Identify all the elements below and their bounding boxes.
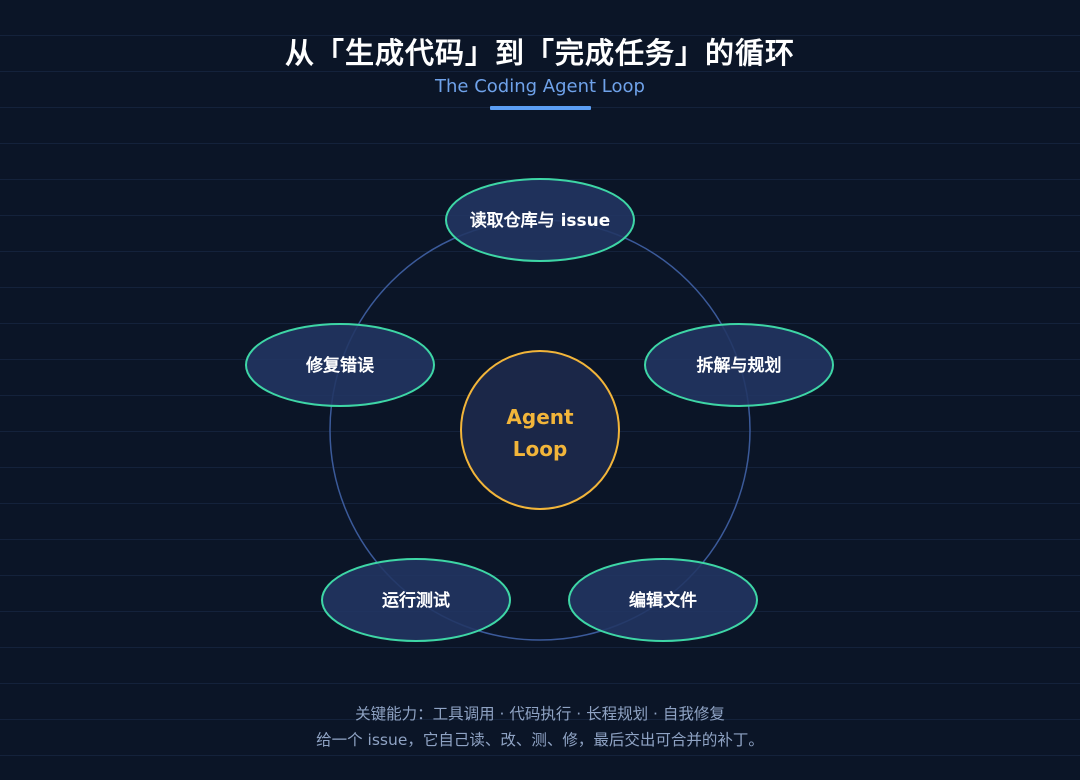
node-plan[interactable]: 拆解与规划: [644, 323, 834, 407]
node-plan-label: 拆解与规划: [697, 355, 782, 376]
node-fix-errors-shape: [245, 323, 435, 407]
center-label-line1: Agent: [506, 405, 574, 429]
node-fix-errors-label: 修复错误: [305, 355, 375, 376]
node-run-tests-shape: [321, 558, 511, 642]
center-hub: Agent Loop: [460, 350, 620, 510]
node-edit-files-label: 编辑文件: [629, 590, 697, 611]
title-underline: [490, 106, 591, 110]
page-title: 从「生成代码」到「完成任务」的循环: [284, 36, 795, 70]
node-read-repo-shape: [445, 178, 635, 262]
node-edit-files[interactable]: 编辑文件: [568, 558, 758, 642]
footer-description: 给一个 issue，它自己读、改、测、修，最后交出可合并的补丁。: [316, 731, 764, 749]
node-plan-shape: [644, 323, 834, 407]
page-subtitle: The Coding Agent Loop: [435, 76, 645, 97]
node-read-repo[interactable]: 读取仓库与 issue: [445, 178, 635, 262]
node-fix-errors[interactable]: 修复错误: [245, 323, 435, 407]
node-read-repo-label: 读取仓库与 issue: [470, 210, 611, 231]
center-label-line2: Loop: [513, 437, 568, 461]
node-run-tests-label: 运行测试: [382, 590, 450, 611]
node-run-tests[interactable]: 运行测试: [321, 558, 511, 642]
center-circle: [460, 350, 620, 510]
node-edit-files-shape: [568, 558, 758, 642]
footer-capabilities: 关键能力：工具调用 · 代码执行 · 长程规划 · 自我修复: [355, 705, 725, 723]
